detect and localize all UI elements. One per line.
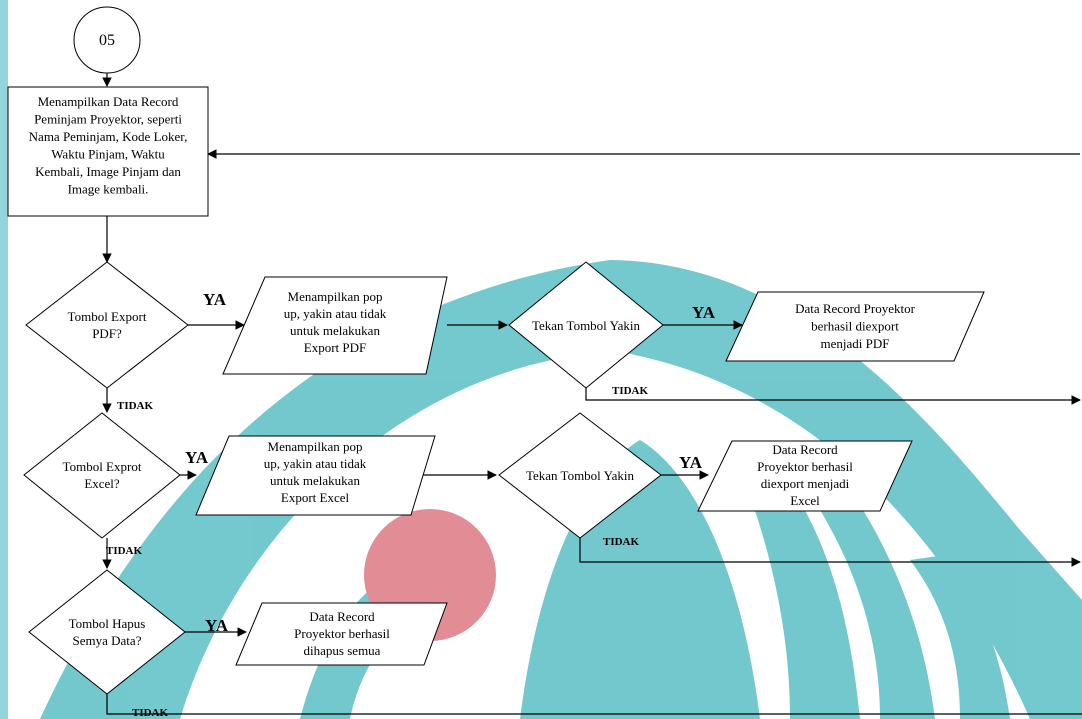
process-record-box [7, 86, 209, 217]
ya-label-yakin-excel: YA [679, 453, 703, 472]
popup-pdf-text-line: untuk melakukan [290, 323, 380, 338]
popup-excel-text-line: Export Excel [281, 490, 350, 505]
connector-circle [73, 6, 141, 74]
flow-hapus-tidak [106, 694, 1082, 715]
popup-pdf-text: Menampilkan pop up, yakin atau tidak untuk… [284, 289, 387, 355]
yakin-pdf-diamond [508, 261, 664, 389]
decision-hapus-text-line: Tombol Hapus [69, 616, 146, 631]
popup-excel-text-line: up, yakin atau tidak [264, 456, 367, 471]
tidak-label-excel: TIDAK [106, 545, 143, 557]
result-pdf-text-line: berhasil diexport [811, 319, 899, 334]
process-record-text-line: Nama Peminjam, Kode Loker, [29, 129, 188, 144]
process-record-text-line: Kembali, Image Pinjam dan [35, 164, 181, 179]
result-excel-text-line: diexport menjadi [761, 476, 850, 491]
flow-lines [102, 60, 1082, 715]
popup-pdf-text-line: Export PDF [304, 340, 366, 355]
decision-excel-diamond [23, 412, 181, 539]
decision-hapus-diamond [28, 569, 186, 695]
flow-yakin-excel-tidak [579, 538, 1081, 567]
process-record-text-line: Peminjam Proyektor, seperti [34, 112, 182, 127]
process-record-text-line: Menampilkan Data Record [38, 94, 179, 109]
popup-excel-text-line: untuk melakukan [270, 473, 360, 488]
ya-label-hapus: YA [205, 616, 229, 635]
yakin-excel-text-line: Tekan Tombol Yakin [526, 468, 635, 483]
result-pdf-text: Data Record Proyektor berhasil diexport me… [795, 301, 916, 351]
popup-pdf-parallelogram [222, 276, 448, 375]
popup-excel-text-line: Menampilkan pop [268, 439, 363, 454]
popup-pdf-text-line: up, yakin atau tidak [284, 306, 387, 321]
popup-pdf-text-line: Menampilkan pop [288, 289, 383, 304]
watermark-outer-arc [40, 260, 1082, 719]
result-pdf-parallelogram [725, 291, 985, 362]
tidak-label-yakin-pdf: TIDAK [612, 385, 649, 397]
tidak-label-hapus: TIDAK [132, 707, 169, 719]
yakin-pdf-text-line: Tekan Tombol Yakin [532, 318, 641, 333]
watermark-ray-1 [740, 470, 860, 719]
flow-yakin-pdf-tidak [585, 388, 1081, 405]
watermark-ray-2 [820, 505, 935, 719]
process-record-text-line: Waktu Pinjam, Waktu [51, 147, 165, 162]
tidak-label-yakin-excel: TIDAK [603, 536, 640, 548]
ya-label-pdf: YA [203, 290, 227, 309]
popup-excel-parallelogram [195, 435, 436, 516]
decision-excel-text-line: Excel? [84, 476, 120, 491]
result-excel-text-line: Proyektor berhasil [757, 459, 853, 474]
decision-hapus-text-line: Semya Data? [73, 633, 142, 648]
result-excel-text-line: Data Record [772, 442, 838, 457]
result-hapus-text-line: Data Record [309, 609, 375, 624]
watermark-ray-3 [910, 555, 1010, 719]
connector-label: 05 [99, 32, 115, 49]
flow-shapes [7, 6, 985, 695]
ya-label-excel: YA [185, 448, 209, 467]
decision-pdf-diamond [25, 261, 189, 389]
result-excel-text-line: Excel [790, 493, 820, 508]
result-hapus-text-line: Proyektor berhasil [294, 626, 390, 641]
yakin-excel-diamond [498, 412, 662, 539]
process-record-text-line: Image kembali. [68, 182, 149, 197]
yakin-pdf-text: Tekan Tombol Yakin [532, 318, 641, 333]
result-hapus-text-line: dihapus semua [304, 643, 381, 658]
result-hapus-parallelogram [235, 602, 448, 666]
branch-labels: YA YA TIDAK TIDAK YA YA TIDAK TIDAK YA T… [106, 290, 716, 719]
tidak-label-pdf: TIDAK [117, 400, 154, 412]
popup-excel-text: Menampilkan pop up, yakin atau tidak untuk… [264, 439, 367, 505]
result-pdf-text-line: menjadi PDF [821, 336, 890, 351]
result-pdf-text-line: Data Record Proyektor [795, 301, 916, 316]
watermark-left-bar [0, 0, 8, 719]
result-excel-parallelogram [697, 440, 913, 512]
decision-pdf-text-line: Tombol Export [68, 309, 147, 324]
ya-label-yakin-pdf: YA [692, 303, 716, 322]
yakin-excel-text: Tekan Tombol Yakin [526, 468, 635, 483]
decision-excel-text-line: Tombol Exprot [63, 459, 142, 474]
decision-pdf-text-line: PDF? [92, 326, 122, 341]
